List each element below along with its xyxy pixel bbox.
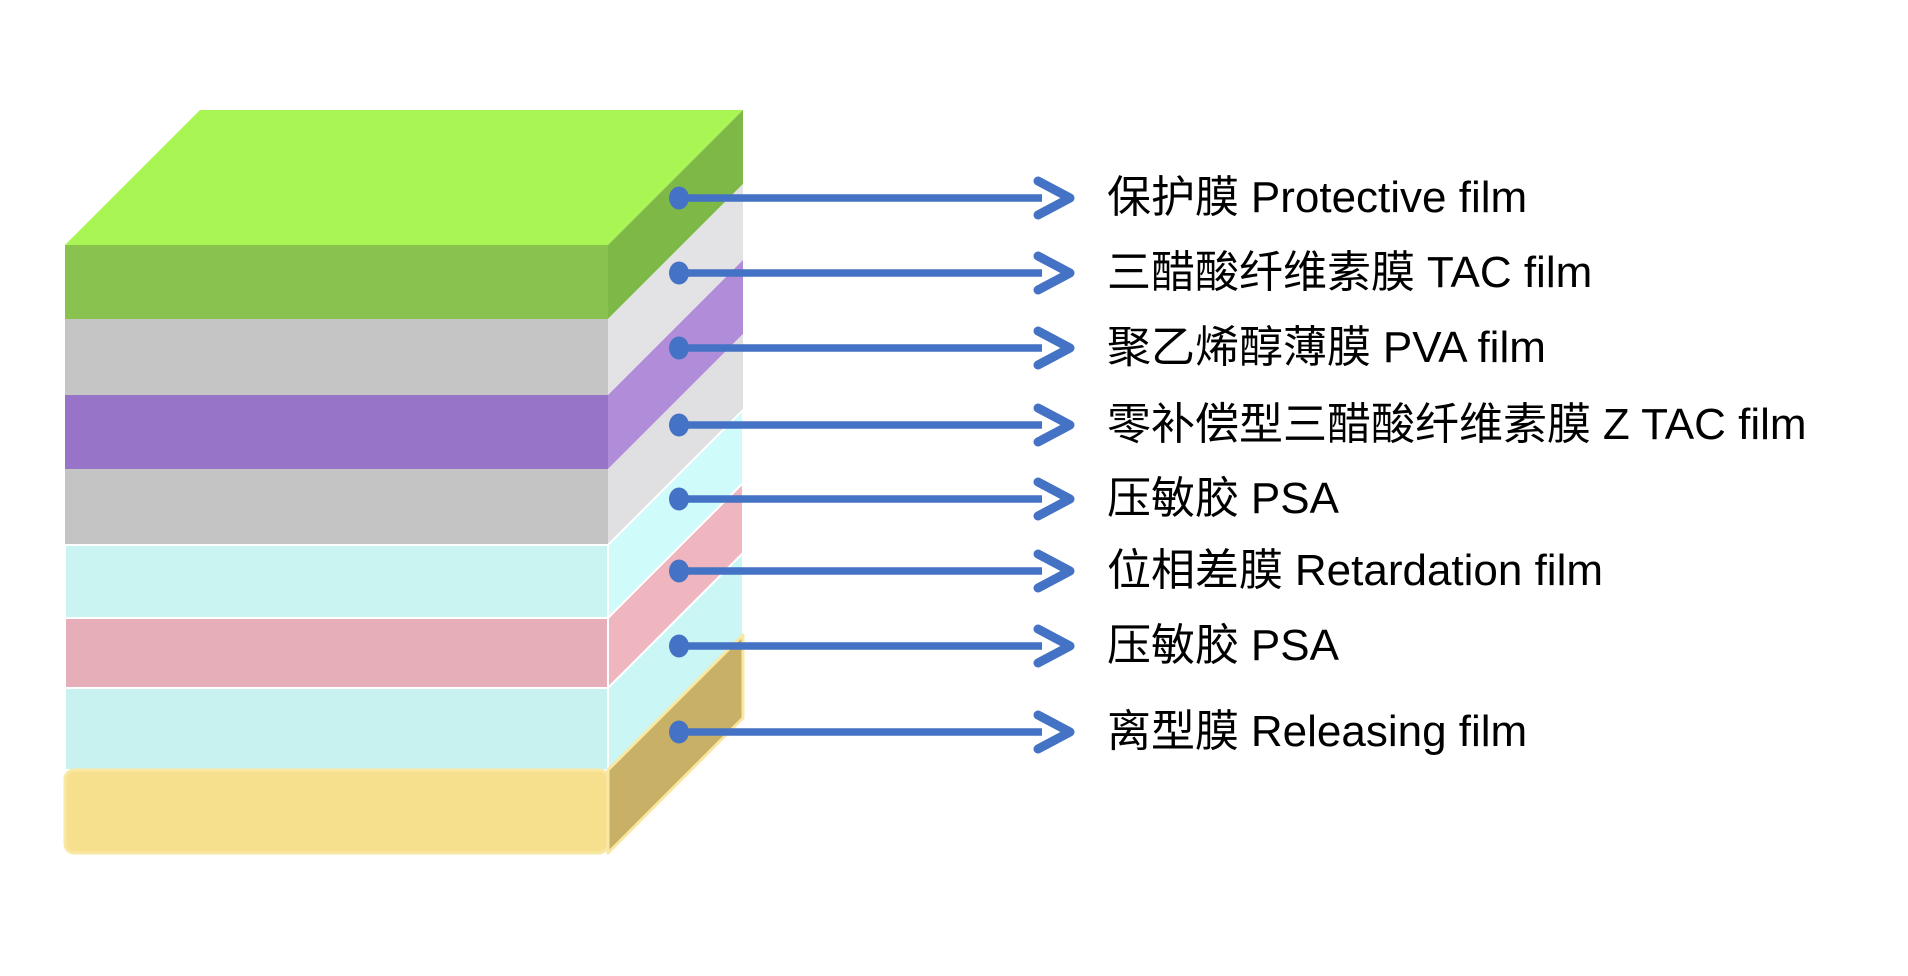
arrow-tac-film (669, 251, 1075, 295)
layer-side-face (608, 110, 743, 319)
arrow-psa-upper (669, 477, 1075, 521)
layer-psa-upper (64, 407, 744, 621)
arrow-z-tac-film (669, 403, 1075, 447)
layer-front-face (65, 469, 608, 545)
label-tac-film: 三醋酸纤维素膜 TAC film (1107, 245, 1592, 301)
arrow-head (1033, 326, 1075, 370)
layer-pva-film (65, 260, 743, 469)
layer-tac-film (65, 184, 743, 395)
layer-releasing-film (63, 633, 745, 855)
layer-side-face (608, 184, 743, 395)
layer-top-face (65, 110, 743, 245)
layer-retardation-film (64, 480, 744, 691)
arrow-head (1033, 251, 1075, 295)
label-pva-film: 聚乙烯醇薄膜 PVA film (1107, 320, 1546, 376)
layer-side-face (608, 260, 743, 469)
layer-label-en: TAC film (1426, 248, 1593, 297)
layer-label-zh: 位相差膜 (1107, 546, 1283, 595)
label-retardation-film: 位相差膜 Retardation film (1107, 543, 1603, 599)
arrow-releasing-film (669, 710, 1075, 754)
label-releasing-film: 离型膜 Releasing film (1107, 704, 1527, 760)
arrow-pva-film (669, 326, 1075, 370)
arrow-head (1033, 176, 1075, 220)
layer-protective-film (65, 110, 743, 319)
layer-label-zh: 零补偿型三醋酸纤维素膜 (1107, 400, 1591, 449)
layer-front-face (65, 395, 608, 469)
arrow-head (1033, 710, 1075, 754)
layer-front-face (64, 544, 609, 619)
arrow-retardation-film (669, 549, 1075, 593)
layer-label-en: PSA (1250, 474, 1339, 523)
layer-front-face (64, 687, 609, 771)
layer-label-en: Retardation film (1294, 546, 1604, 595)
layer-front-face (65, 245, 608, 319)
arrow-head (1033, 624, 1075, 668)
arrow-head (1033, 403, 1075, 447)
layer-label-zh: 压敏胶 (1107, 621, 1239, 670)
layer-label-en: PVA film (1382, 323, 1546, 372)
layer-label-en: Z TAC film (1602, 400, 1807, 449)
layer-label-zh: 三醋酸纤维素膜 (1107, 248, 1415, 297)
label-psa-upper: 压敏胶 PSA (1107, 471, 1339, 527)
arrow-head (1033, 477, 1075, 521)
layer-label-en: Releasing film (1250, 707, 1528, 756)
layer-label-en: Protective film (1250, 173, 1528, 222)
layer-side-face (608, 334, 743, 545)
layer-label-zh: 离型膜 (1107, 707, 1239, 756)
label-z-tac-film: 零补偿型三醋酸纤维素膜 Z TAC film (1107, 397, 1807, 453)
layer-front-face (65, 319, 608, 395)
layer-label-zh: 压敏胶 (1107, 474, 1239, 523)
label-psa-lower: 压敏胶 PSA (1107, 618, 1339, 674)
layer-label-en: PSA (1250, 621, 1339, 670)
arrow-protective-film (669, 176, 1075, 220)
arrow-psa-lower (669, 624, 1075, 668)
layer-front-face (63, 768, 610, 855)
arrow-head (1033, 549, 1075, 593)
layer-psa-lower (64, 550, 744, 773)
layer-label-zh: 聚乙烯醇薄膜 (1107, 323, 1371, 372)
layer-z-tac-film (65, 334, 743, 545)
label-protective-film: 保护膜 Protective film (1107, 170, 1527, 226)
layer-label-zh: 保护膜 (1107, 173, 1239, 222)
layer-front-face (64, 617, 609, 689)
